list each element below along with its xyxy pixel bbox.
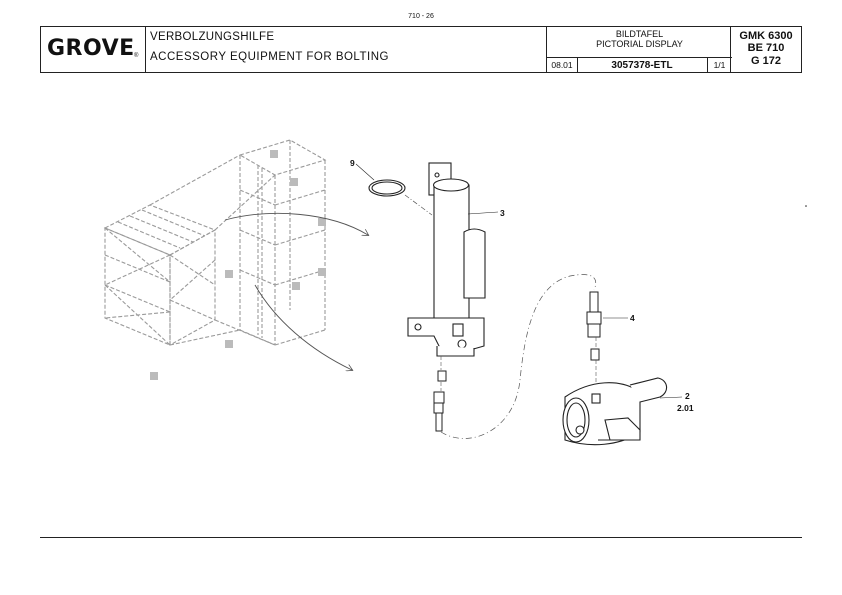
document-number: 3057378-ETL (577, 58, 708, 73)
movement-arrow-lower (254, 284, 352, 370)
pump-part-2 (562, 377, 668, 446)
stray-dot (805, 205, 807, 207)
display-label-german: BILDTAFEL (615, 29, 664, 39)
cylinder-part-3 (407, 162, 486, 357)
fitting-part-4 (586, 291, 602, 361)
movement-arrow-upper (224, 212, 368, 235)
sheet-number: 1/1 (713, 60, 726, 70)
logo: GROVE ® (41, 27, 146, 72)
date: 08.01 (547, 58, 578, 73)
logo-registered-mark: ® (134, 53, 139, 59)
page-number: 710 - 26 (408, 13, 434, 20)
callout-2: 2 (685, 391, 690, 401)
document-info-row: 08.01 3057378-ETL 1/1 (547, 57, 732, 73)
model-line-2: BE 710 (747, 42, 785, 54)
logo-text: GROVE (47, 36, 135, 61)
ring-part-9 (368, 179, 406, 197)
footer-rule (40, 537, 802, 538)
title-english: ACCESSORY EQUIPMENT FOR BOLTING (150, 51, 389, 63)
model-line-3: G 172 (751, 55, 781, 67)
callout-9: 9 (350, 158, 355, 168)
callout-4: 4 (630, 313, 635, 323)
callout-3: 3 (500, 208, 505, 218)
display-block: BILDTAFEL PICTORIAL DISPLAY 08.01 305737… (546, 27, 732, 73)
title-german: VERBOLZUNGSHILFE (150, 31, 275, 43)
model-line-1: GMK 6300 (739, 30, 793, 42)
fitting-left (433, 370, 447, 432)
boom-section-ghost (103, 139, 327, 346)
boom-joint-ghost (150, 150, 326, 380)
title-block: GROVE ® VERBOLZUNGSHILFE ACCESSORY EQUIP… (40, 26, 802, 73)
callout-2-01: 2.01 (677, 403, 694, 413)
hose-path (440, 274, 596, 439)
display-label-english: PICTORIAL DISPLAY (596, 39, 683, 49)
model-block: GMK 6300 BE 710 G 172 (731, 27, 801, 72)
